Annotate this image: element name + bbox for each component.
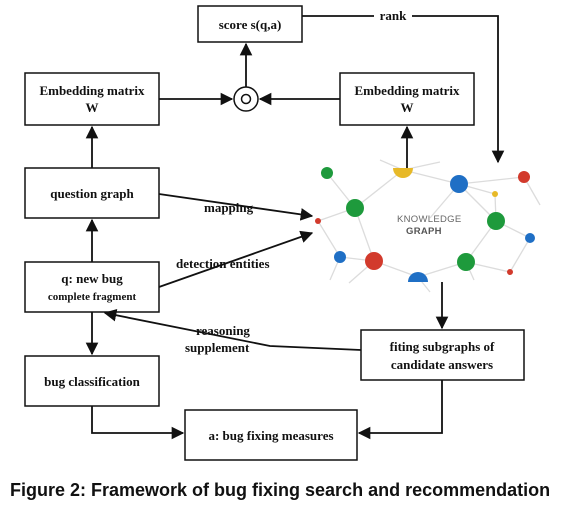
embedding-matrix-right-box: Embedding matrix W — [339, 72, 475, 126]
arrow-detection-entities — [158, 230, 314, 288]
arrow-mapping — [158, 193, 314, 221]
embedding-left-line2: W — [86, 100, 99, 115]
score-box: score s(q,a) — [197, 5, 303, 43]
fitting-line2: candidate answers — [391, 357, 493, 372]
kg-node-blue — [334, 251, 346, 263]
bug-classification-box: bug classification — [24, 355, 160, 407]
new-bug-box: q: new bug complete fragment — [24, 261, 160, 313]
score-label: score s(q,a) — [219, 17, 282, 32]
reasoning-label-line1: reasoning — [196, 323, 250, 338]
arrow-classification-to-measures — [91, 406, 185, 440]
arrow-fitting-to-measures — [357, 380, 443, 440]
kg-node-blue — [408, 272, 428, 282]
kg-node-red — [365, 252, 383, 270]
arrow-reasoning-supplement — [103, 309, 362, 351]
kg-node-red — [518, 171, 530, 183]
bug-fixing-measures-box: a: bug fixing measures — [184, 409, 358, 461]
bug-classification-label: bug classification — [44, 374, 140, 389]
kg-node-red — [315, 218, 321, 224]
kg-node-blue — [450, 175, 468, 193]
kg-node-blue — [525, 233, 535, 243]
question-graph-box: question graph — [24, 167, 160, 219]
embedding-matrix-left-box: Embedding matrix W — [24, 72, 160, 126]
fitting-subgraphs-box: fiting subgraphs of candidate answers — [360, 329, 525, 381]
fitting-line1: fiting subgraphs of — [390, 339, 495, 354]
embedding-right-line1: Embedding matrix — [354, 83, 460, 98]
embedding-right-line2: W — [401, 100, 414, 115]
new-bug-line1: q: new bug — [61, 271, 123, 286]
question-graph-label: question graph — [50, 186, 134, 201]
rank-label: rank — [380, 8, 408, 23]
kg-node-red — [507, 269, 513, 275]
kg-node-green — [346, 199, 364, 217]
mapping-label: mapping — [204, 200, 254, 215]
fixing-measures-label: a: bug fixing measures — [208, 428, 333, 443]
kg-node-green — [321, 167, 333, 179]
new-bug-line2: complete fragment — [48, 291, 137, 303]
embedding-left-line1: Embedding matrix — [39, 83, 145, 98]
kg-node-yellow — [393, 168, 413, 178]
kg-node-green — [457, 253, 475, 271]
arrow-score-rank-to-kg — [302, 15, 505, 164]
detection-entities-label: detection entities — [176, 256, 270, 271]
knowledge-graph-image: KNOWLEDGE GRAPH — [315, 159, 541, 293]
framework-diagram: KNOWLEDGE GRAPH score s(q,a) Embedding m… — [24, 5, 541, 461]
kg-label-line1: KNOWLEDGE — [397, 214, 461, 225]
figure-caption: Figure 2: Framework of bug fixing search… — [10, 480, 551, 500]
kg-node-yellow — [492, 191, 498, 197]
reasoning-label-line2: supplement — [185, 340, 250, 355]
kg-node-green — [487, 212, 505, 230]
dot-product-operator — [233, 86, 259, 112]
kg-label-line2: GRAPH — [406, 226, 442, 237]
rank-label-bg — [374, 8, 412, 22]
